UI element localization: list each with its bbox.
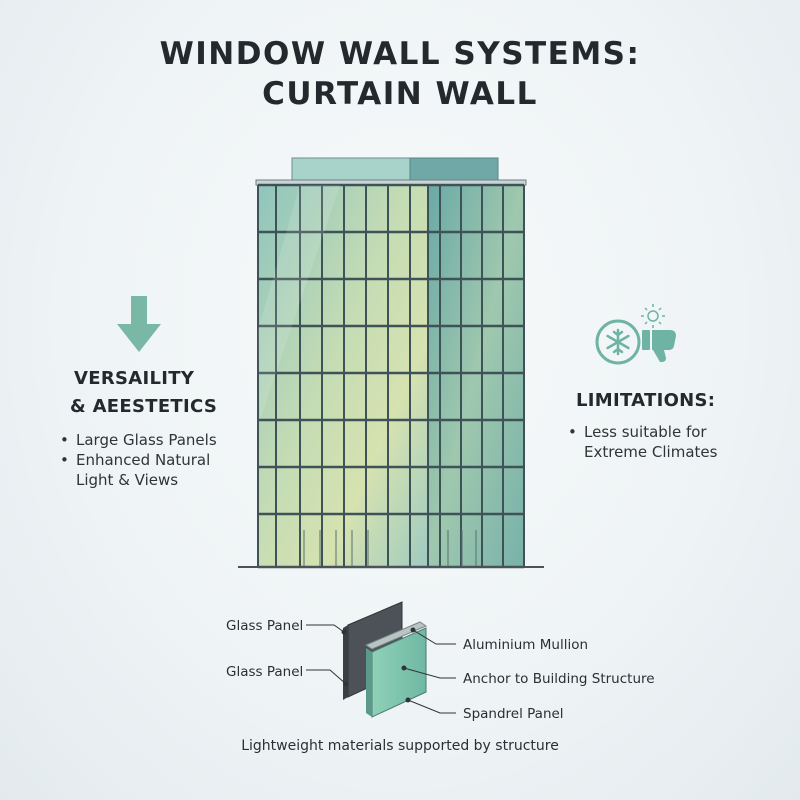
thumbs-down-icon <box>642 330 676 362</box>
limitations-heading: LIMITATIONS: <box>576 390 716 411</box>
leader-mullion <box>412 629 456 645</box>
leader-dot-glass-1 <box>341 629 347 635</box>
leader-dot-glass-2 <box>343 681 349 687</box>
glass-panel-back-edge <box>343 625 348 700</box>
spandrel-panel-edge <box>366 648 372 717</box>
callout-glass-panel-2: Glass Panel <box>226 664 304 680</box>
limitations-bullet-list: Less suitable for Extreme Climates <box>568 422 758 462</box>
list-item: Enhanced Natural Light & Views <box>60 450 250 490</box>
callout-glass-panel-1: Glass Panel <box>226 618 304 634</box>
sun-icon <box>641 304 665 328</box>
leader-dot-spandrel <box>405 697 411 703</box>
leader-glass-panel-1 <box>306 624 345 633</box>
detail-caption: Lightweight materials supported by struc… <box>241 738 559 754</box>
leader-dot-mullion <box>410 627 416 633</box>
callout-aluminium-mullion: Aluminium Mullion <box>463 637 589 653</box>
snowflake-icon <box>595 319 641 365</box>
leader-dot-anchor <box>401 665 407 671</box>
down-arrow-icon <box>117 296 161 352</box>
leader-glass-panel-2 <box>306 669 347 685</box>
list-item: Large Glass Panels <box>60 430 250 450</box>
versatility-heading-line-1: VERSAILITY <box>74 368 195 389</box>
page-title-line-1: WINDOW WALL SYSTEMS: <box>159 36 641 72</box>
list-item: Less suitable for Extreme Climates <box>568 422 758 462</box>
leader-anchor <box>403 667 456 679</box>
curtain-wall-section-detail <box>306 601 456 718</box>
entrance-doors <box>303 530 477 567</box>
facade-side <box>428 185 524 567</box>
callout-spandrel-panel: Spandrel Panel <box>463 706 564 722</box>
leader-spandrel <box>407 699 456 714</box>
page-title-line-2: CURTAIN WALL <box>262 76 538 112</box>
rooftop-block-left <box>291 157 411 183</box>
rooftop-block-right <box>409 157 499 183</box>
glass-reflection <box>258 185 340 420</box>
callout-anchor: Anchor to Building Structure <box>463 671 655 687</box>
climate-icons <box>595 304 676 365</box>
versatility-heading-line-2: & AEESTETICS <box>70 396 218 417</box>
versatility-bullet-list: Large Glass Panels Enhanced Natural Ligh… <box>60 430 250 490</box>
